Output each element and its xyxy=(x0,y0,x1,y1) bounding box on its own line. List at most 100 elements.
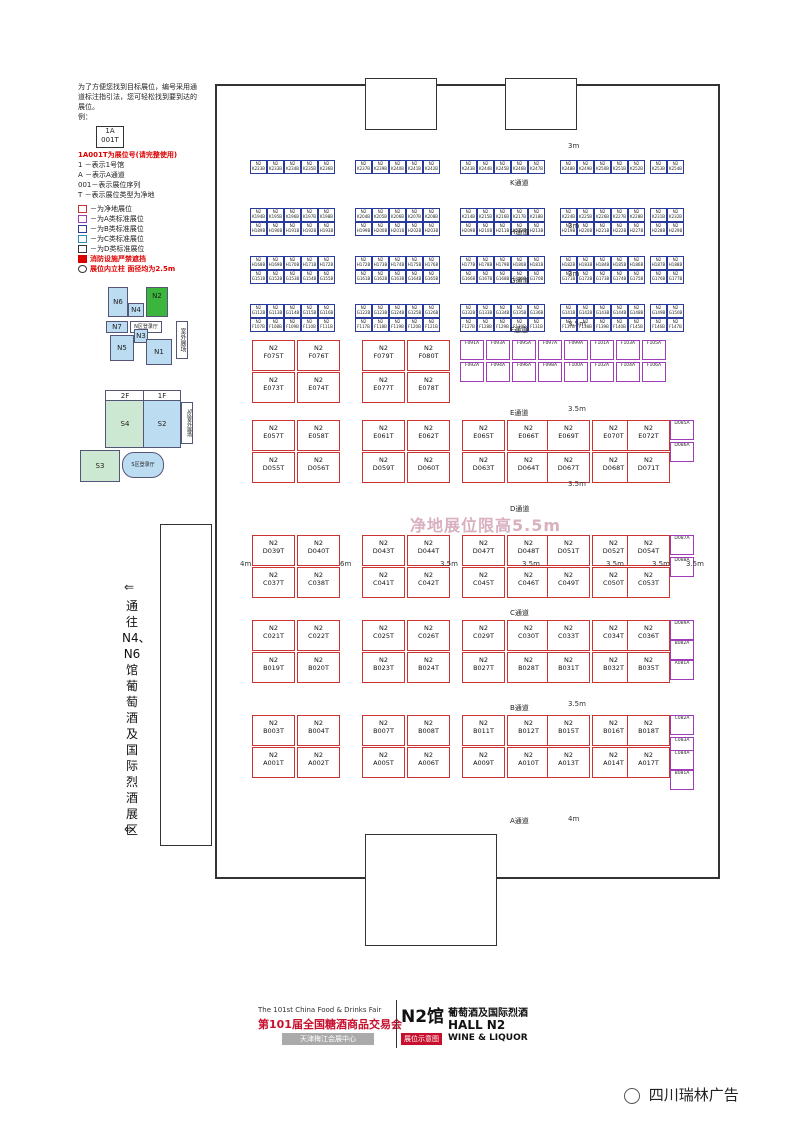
standard-b-booth[interactable]: N2 H212B xyxy=(511,222,528,236)
standard-b-booth[interactable]: N2 G122B xyxy=(355,304,372,318)
standard-b-booth[interactable]: N2 H193B xyxy=(318,222,335,236)
standard-b-booth[interactable]: N2 K228B xyxy=(628,208,645,222)
standard-b-booth[interactable]: N2 G134B xyxy=(494,304,511,318)
standard-b-booth[interactable]: N2 K250B xyxy=(594,160,611,174)
standard-b-booth[interactable]: N2 K205B xyxy=(372,208,389,222)
standard-b-booth[interactable]: N2 F121B xyxy=(423,318,440,332)
standard-b-booth[interactable]: N2 K231B xyxy=(650,208,667,222)
standard-a-booth[interactable]: D087A xyxy=(670,535,694,555)
standard-b-booth[interactable]: N2 H219B xyxy=(560,222,577,236)
standard-b-booth[interactable]: N2 H179B xyxy=(494,256,511,270)
standard-b-booth[interactable]: N2 G170B xyxy=(528,270,545,284)
standard-a-booth[interactable]: B081A xyxy=(670,770,694,790)
standard-b-booth[interactable]: N2 K223B xyxy=(250,160,267,174)
standard-b-booth[interactable]: N2 G154B xyxy=(301,270,318,284)
standard-a-booth[interactable]: F091A xyxy=(460,340,484,360)
standard-b-booth[interactable]: N2 F147B xyxy=(667,318,684,332)
standard-b-booth[interactable]: N2 F137B xyxy=(560,318,577,332)
standard-a-booth[interactable]: C082A xyxy=(670,715,694,735)
standard-b-booth[interactable]: N2 G114B xyxy=(284,304,301,318)
standard-b-booth[interactable]: N2 H202B xyxy=(406,222,423,236)
standard-b-booth[interactable]: N2 G132B xyxy=(460,304,477,318)
standard-b-booth[interactable]: N2 K246B xyxy=(511,160,528,174)
standard-b-booth[interactable]: N2 G124B xyxy=(389,304,406,318)
standard-a-booth[interactable]: F102A xyxy=(590,362,614,382)
standard-b-booth[interactable]: N2 G167B xyxy=(477,270,494,284)
standard-b-booth[interactable]: N2 F130B xyxy=(511,318,528,332)
standard-b-booth[interactable]: N2 K218B xyxy=(528,208,545,222)
standard-b-booth[interactable]: N2 K225B xyxy=(577,208,594,222)
standard-b-booth[interactable]: N2 H184B xyxy=(594,256,611,270)
standard-b-booth[interactable]: N2 H186B xyxy=(628,256,645,270)
standard-b-booth[interactable]: N2 H201B xyxy=(389,222,406,236)
standard-b-booth[interactable]: N2 H172B xyxy=(355,256,372,270)
standard-b-booth[interactable]: N2 H185B xyxy=(611,256,628,270)
standard-b-booth[interactable]: N2 G173B xyxy=(594,270,611,284)
standard-b-booth[interactable]: N2 G162B xyxy=(372,270,389,284)
standard-b-booth[interactable]: N2 K240B xyxy=(389,160,406,174)
standard-b-booth[interactable]: N2 K234B xyxy=(284,160,301,174)
standard-b-booth[interactable]: N2 K207B xyxy=(406,208,423,222)
standard-b-booth[interactable]: N2 K195B xyxy=(267,208,284,222)
standard-b-booth[interactable]: N2 K252B xyxy=(628,160,645,174)
standard-b-booth[interactable]: N2 H168B xyxy=(250,256,267,270)
standard-b-booth[interactable]: N2 G163B xyxy=(389,270,406,284)
standard-b-booth[interactable]: N2 F131B xyxy=(528,318,545,332)
standard-b-booth[interactable]: N2 G155B xyxy=(318,270,335,284)
standard-a-booth[interactable]: D085A xyxy=(670,420,694,440)
standard-b-booth[interactable]: N2 K215B xyxy=(477,208,494,222)
standard-b-booth[interactable]: N2 G151B xyxy=(250,270,267,284)
standard-b-booth[interactable]: N2 G141B xyxy=(560,304,577,318)
standard-a-booth[interactable]: C084A xyxy=(670,750,694,770)
standard-b-booth[interactable]: N2 K208B xyxy=(423,208,440,222)
standard-b-booth[interactable]: N2 H227B xyxy=(628,222,645,236)
standard-b-booth[interactable]: N2 H182B xyxy=(560,256,577,270)
standard-b-booth[interactable]: N2 G152B xyxy=(267,270,284,284)
standard-b-booth[interactable]: N2 G135B xyxy=(511,304,528,318)
standard-b-booth[interactable]: N2 G150B xyxy=(667,304,684,318)
standard-b-booth[interactable]: N2 H209B xyxy=(460,222,477,236)
standard-b-booth[interactable]: N2 K224B xyxy=(560,208,577,222)
standard-b-booth[interactable]: N2 G177B xyxy=(667,270,684,284)
standard-b-booth[interactable]: N2 H221B xyxy=(594,222,611,236)
standard-b-booth[interactable]: N2 G115B xyxy=(301,304,318,318)
standard-b-booth[interactable]: N2 K254B xyxy=(667,160,684,174)
standard-b-booth[interactable]: N2 K239B xyxy=(372,160,389,174)
standard-b-booth[interactable]: N2 K204B xyxy=(355,208,372,222)
standard-b-booth[interactable]: N2 G148B xyxy=(628,304,645,318)
